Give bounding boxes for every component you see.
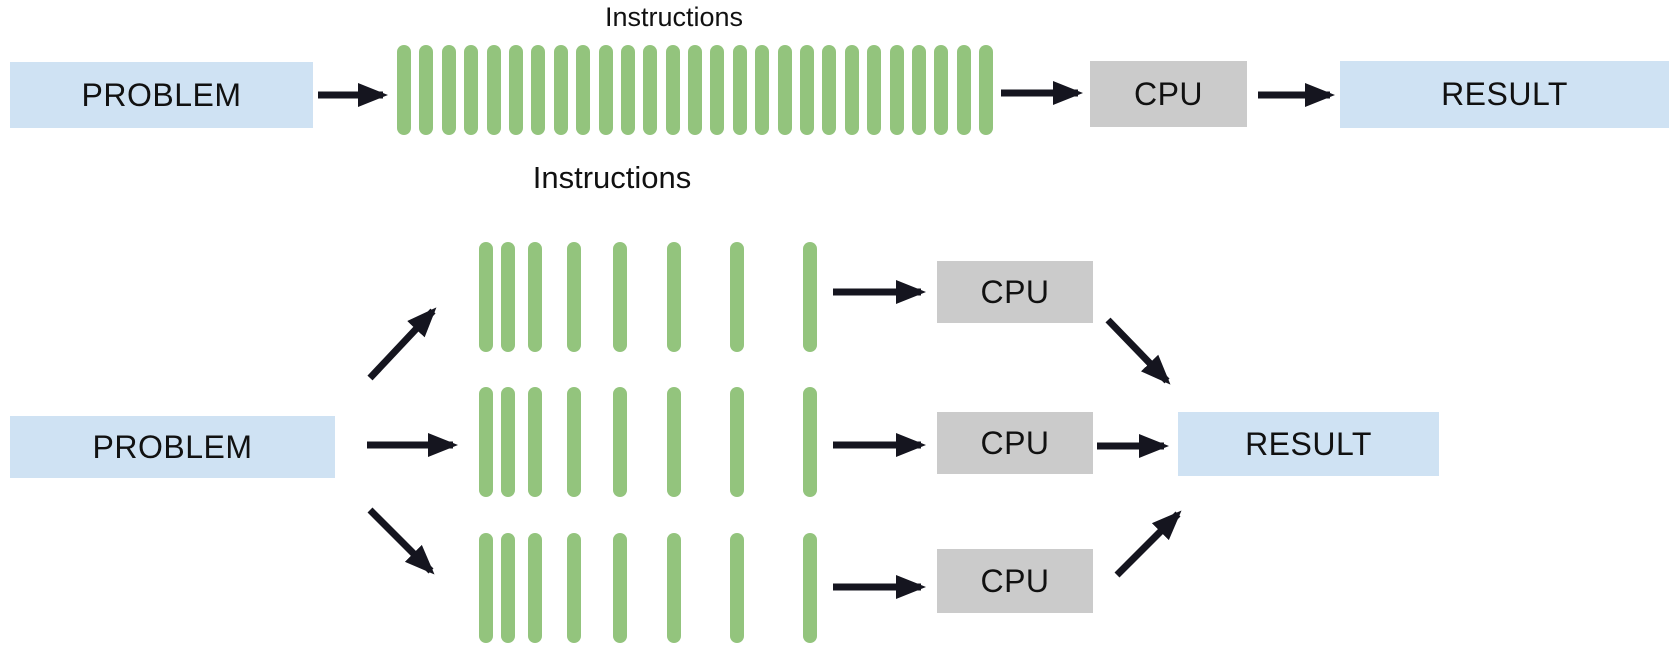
instruction-bar (501, 387, 515, 497)
instruction-bar (803, 533, 817, 643)
serial-cpu-box: CPU (1090, 61, 1247, 127)
instruction-bar (956, 45, 971, 135)
instruction-bar (528, 533, 542, 643)
instruction-bar (419, 45, 434, 135)
instruction-bar (822, 45, 837, 135)
instruction-bar (528, 387, 542, 497)
instruction-bar (501, 533, 515, 643)
instruction-bar (867, 45, 882, 135)
parallel-problem-box: PROBLEM (10, 416, 335, 478)
serial-instructions-label: Instructions (604, 2, 744, 32)
instruction-bar (620, 45, 635, 135)
arrow-parallel-problem-to-stream-1 (367, 307, 437, 381)
instruction-bar (730, 242, 744, 352)
instruction-bar (732, 45, 747, 135)
instruction-bar (803, 242, 817, 352)
instruction-bar (479, 533, 493, 643)
instruction-bar (567, 533, 581, 643)
instruction-bar (508, 45, 523, 135)
instruction-bar (710, 45, 725, 135)
instruction-bar (553, 45, 568, 135)
instruction-bar (441, 45, 456, 135)
instruction-bar (844, 45, 859, 135)
parallel-instructions-label: Instructions (532, 160, 692, 195)
instruction-bar (667, 242, 681, 352)
instruction-bar (567, 242, 581, 352)
instruction-bar (934, 45, 949, 135)
parallel-instruction-bars-3 (479, 533, 819, 643)
instruction-bar (979, 45, 994, 135)
instruction-bar (911, 45, 926, 135)
arrow-cpu-1-to-result (1105, 317, 1171, 385)
parallel-instruction-bars-2 (479, 387, 819, 497)
instruction-bar (397, 45, 411, 135)
instruction-bar (613, 242, 627, 352)
instruction-bar (501, 242, 515, 352)
instruction-bar (531, 45, 546, 135)
instruction-bar (730, 387, 744, 497)
instruction-bar (528, 242, 542, 352)
parallel-cpu-box-2: CPU (937, 412, 1093, 474)
parallel-instruction-bars-1 (479, 242, 819, 352)
instruction-bar (800, 45, 815, 135)
instruction-bar (803, 387, 817, 497)
instruction-bar (613, 533, 627, 643)
parallel-cpu-box-3: CPU (937, 549, 1093, 613)
instruction-bar (486, 45, 501, 135)
serial-instruction-bars (397, 45, 994, 135)
instruction-bar (479, 387, 493, 497)
arrow-parallel-problem-to-stream-3 (367, 507, 435, 575)
parallel-result-box: RESULT (1178, 412, 1439, 476)
instruction-bar (730, 533, 744, 643)
instruction-bar (576, 45, 591, 135)
serial-problem-box: PROBLEM (10, 62, 313, 128)
instruction-bar (777, 45, 792, 135)
serial-result-box: RESULT (1340, 61, 1669, 128)
instruction-bar (598, 45, 613, 135)
instruction-bar (665, 45, 680, 135)
instruction-bar (688, 45, 703, 135)
arrow-cpu-3-to-result (1114, 510, 1182, 578)
instruction-bar (889, 45, 904, 135)
parallel-cpu-box-1: CPU (937, 261, 1093, 323)
instruction-bar (667, 387, 681, 497)
instruction-bar (479, 242, 493, 352)
instruction-bar (613, 387, 627, 497)
instruction-bar (667, 533, 681, 643)
instruction-bar (643, 45, 658, 135)
instruction-bar (464, 45, 479, 135)
instruction-bar (755, 45, 770, 135)
instruction-bar (567, 387, 581, 497)
